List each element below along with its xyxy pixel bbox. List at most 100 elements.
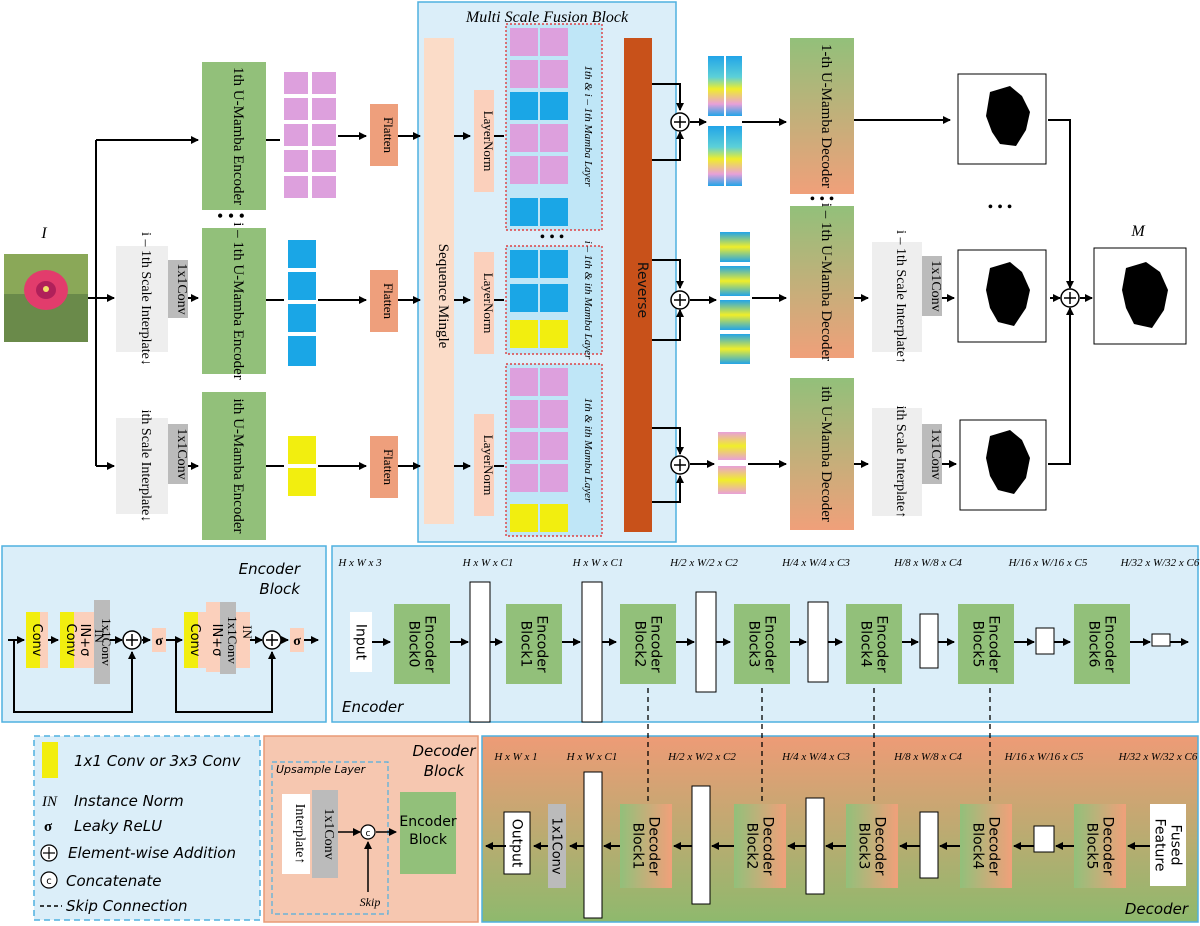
mamba-layer-3-label: 1th & ith Mamba Layer xyxy=(582,398,594,503)
decoder-i1-box: i – 1th U-Mamba Decoder xyxy=(790,203,854,361)
decoder-block-title2: Block xyxy=(424,762,466,780)
legend-skip: Skip Connection xyxy=(66,897,188,915)
encoder1-box: 1th U-Mamba Encoder xyxy=(202,62,266,210)
enc-unit1-conv-b: Conv xyxy=(63,624,78,657)
decoder-dim-5: H/16 x W/16 x C5 xyxy=(1004,751,1084,763)
decoder-dim-2: H/2 x W/2 x C2 xyxy=(667,751,736,763)
fused-tokens-row2 xyxy=(720,232,750,364)
encoder-block-label-1: EncoderBlock1 xyxy=(517,615,549,672)
encoder-input-label: Input xyxy=(352,624,368,661)
encoder-dim-3: H/2 x W/2 x C2 xyxy=(669,557,738,569)
enc-unit2-conv: Conv xyxy=(187,624,202,657)
output-label: M xyxy=(1130,223,1146,240)
encoder-block-2 xyxy=(620,604,676,684)
legend-conv: 1x1 Conv or 3x3 Conv xyxy=(74,752,242,770)
layernorm-3-label: LayerNorm xyxy=(481,435,496,496)
interp-up-i: ith Scale Interplate↑ 1x1Conv xyxy=(872,406,943,519)
db-interp xyxy=(282,794,310,874)
encoder-feature-4 xyxy=(919,613,939,669)
legend-concat: Concatenate xyxy=(66,872,162,890)
decoder-block-3 xyxy=(846,804,898,888)
input-branch-lines xyxy=(88,136,199,470)
encoder-dim-6: H/16 x W/16 x C5 xyxy=(1008,557,1088,569)
decoder-dim-6: H/32 x W/32 x C6 xyxy=(1118,751,1198,763)
encoder-feature-0 xyxy=(469,581,491,723)
encoder-feature-6 xyxy=(1151,633,1171,647)
encoder-i1-box: i – 1th U-Mamba Encoder xyxy=(202,222,266,380)
enc-unit2-1x1conv: 1x1Conv xyxy=(225,616,240,664)
enc-sigma-1: σ xyxy=(155,634,163,649)
decoder-block-title1: Decoder xyxy=(412,742,476,760)
decoder-block-label-5: DecoderBlock5 xyxy=(1083,817,1115,876)
mamba-layer-1: 1th & i – 1th Mamba Layer xyxy=(505,23,603,231)
encoder-block-6 xyxy=(1074,604,1130,684)
input-image xyxy=(4,254,88,342)
conv-i1-label: 1x1Conv xyxy=(174,263,189,314)
interp-down-i-label: ith Scale Interplate↓ xyxy=(138,410,153,523)
db-conv xyxy=(312,790,338,878)
interp-down-i1-label: i – 1th Scale Interplate↓ xyxy=(138,232,153,366)
decoder-dim-3: H/4 x W/4 x C3 xyxy=(781,751,850,763)
tokens-row3 xyxy=(288,436,316,496)
fused-feature-box xyxy=(1150,804,1186,886)
mamba-layer-2: i – 1th & ith Mamba Layer xyxy=(505,241,603,360)
enc-unit1-in-sigma: IN+σ xyxy=(77,624,92,657)
enc-to-flatten-arrows xyxy=(266,132,367,470)
encoder-feature-5 xyxy=(1035,627,1055,655)
decoder1-label: 1-th U-Mamba Decoder xyxy=(818,44,834,188)
enc-unit2-in-sigma: IN+σ xyxy=(209,624,224,657)
decoder-conv-label: 1x1Conv xyxy=(549,817,564,875)
reverse-bar: Reverse xyxy=(624,38,652,532)
input-label: I xyxy=(40,225,47,242)
ellipsis-encoders: • • • xyxy=(217,206,245,226)
encoder-block-5 xyxy=(958,604,1014,684)
reverse-label: Reverse xyxy=(634,262,650,318)
decoder-out-arrows xyxy=(854,116,1093,468)
interp-up-i1: i – 1th Scale Interplate↑ 1x1Conv xyxy=(872,230,943,364)
flatten-2: Flatten xyxy=(370,270,398,332)
encoder-dim-2: H x W x C1 xyxy=(572,557,624,569)
mamba-layer-3: 1th & ith Mamba Layer xyxy=(505,363,603,537)
db-interp-label: Interplate↑ xyxy=(292,804,307,865)
interp-up-i-label: ith Scale Interplate↑ xyxy=(893,406,908,519)
decoder-block-1 xyxy=(620,804,672,888)
interp-down-i1: i – 1th Scale Interplate↓ 1x1Conv xyxy=(116,232,189,366)
mask-1 xyxy=(957,73,1047,165)
encoder-feature-2 xyxy=(695,591,717,693)
encoder-i-box: ith U-Mamba Encoder xyxy=(202,392,266,540)
decoder-feature-2 xyxy=(805,797,825,895)
encoder-block-label-5: EncoderBlock5 xyxy=(969,615,1001,672)
encoder-block-3 xyxy=(734,604,790,684)
interp-up-i1-label: i – 1th Scale Interplate↑ xyxy=(893,230,908,364)
decoder-block-label-1: DecoderBlock1 xyxy=(629,817,661,876)
conv-i-label: 1x1Conv xyxy=(174,428,189,479)
enc-block-unit1: Conv Conv IN+σ IN 1x1Conv xyxy=(26,600,114,684)
encoder-block-0 xyxy=(394,604,450,684)
fused-feature-label: FusedFeature xyxy=(1151,819,1183,872)
conv-up-i1-label: 1x1Conv xyxy=(928,260,943,311)
ellipsis-decoders: • • • xyxy=(810,191,835,208)
layernorm-2-label: LayerNorm xyxy=(481,273,496,334)
enc-block-lines1 xyxy=(8,636,183,713)
layernorm-2: LayerNorm xyxy=(474,252,496,354)
enc-unit1-1x1conv: 1x1Conv xyxy=(99,618,114,666)
db-conv-label: 1x1Conv xyxy=(321,808,336,859)
add-signs xyxy=(674,116,686,471)
decoder-dim-4: H/8 x W/8 x C4 xyxy=(893,751,962,763)
decoder-block-label-3: DecoderBlock3 xyxy=(855,817,887,876)
fused-tokens-row3 xyxy=(718,432,746,494)
sequence-mingle-label: Sequence Mingle xyxy=(435,244,451,349)
encoder-i1-label: i – 1th U-Mamba Encoder xyxy=(230,222,246,379)
encoder-block-label-0: EncoderBlock0 xyxy=(405,615,437,672)
encoder-dim-0: H x W x 3 xyxy=(337,557,382,569)
ellipsis-mamba: • • • xyxy=(540,229,565,246)
legend-concat-symbol: c xyxy=(46,876,52,887)
decoder-i1-label: i – 1th U-Mamba Decoder xyxy=(818,203,834,361)
upsample-layer-box xyxy=(271,761,389,915)
legend-sigma: Leaky ReLU xyxy=(74,817,162,835)
flatten-3-label: Flatten xyxy=(381,449,396,486)
encoder-input-box xyxy=(350,612,372,672)
